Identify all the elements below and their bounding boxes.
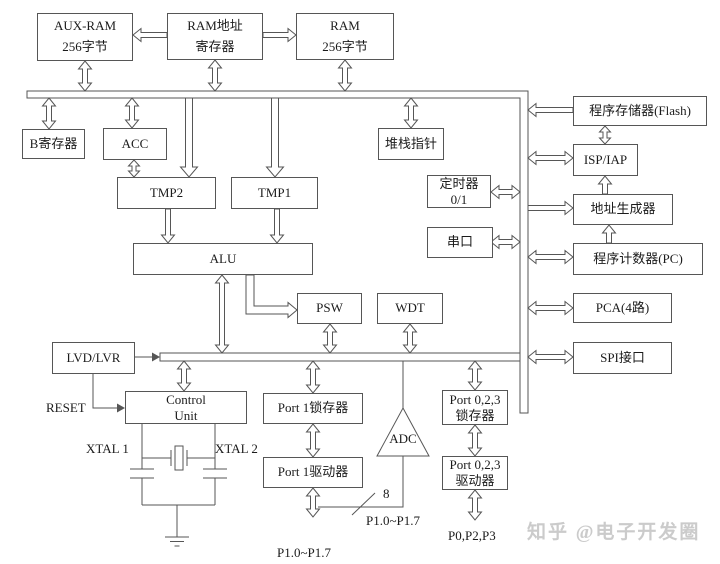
spi-vbus-arrow <box>527 349 574 365</box>
block-port023-latch: Port 0,2,3 锁存器 <box>442 390 508 425</box>
block-pca: PCA(4路) <box>573 293 672 323</box>
block-port1-latch: Port 1锁存器 <box>263 393 363 424</box>
block-program-counter: 程序计数器(PC) <box>573 243 703 275</box>
bus-main <box>26 90 529 414</box>
psw-bus2-arrow <box>322 323 338 354</box>
bus-acc-arrow <box>124 97 140 129</box>
ram-addr-aux-ram-arrow <box>132 27 168 43</box>
xtal1-capacitor <box>130 468 154 479</box>
block-ram-address-register: RAM地址 寄存器 <box>167 13 263 60</box>
aux-ram-bus-arrow <box>77 60 93 92</box>
bus2-port1-latch-arrow <box>305 360 321 394</box>
bus-stack-pointer-arrow <box>403 97 419 129</box>
p1-range-port-label: P1.0~P1.7 <box>277 545 331 560</box>
alu-bus2-arrow <box>214 274 230 354</box>
port023-driver-pins-arrow <box>467 489 483 521</box>
bus-b-register-arrow <box>41 97 57 130</box>
alu-to-psw-arrow <box>245 274 298 319</box>
ram-bus-arrow <box>337 59 353 92</box>
block-spi: SPI接口 <box>573 342 672 374</box>
block-ram: RAM 256字节 <box>296 13 394 60</box>
p1-range-adc-label: P1.0~P1.7 <box>366 513 420 528</box>
pca-vbus-arrow <box>527 300 574 316</box>
block-wdt: WDT <box>377 293 443 324</box>
isp-iap-vbus-arrow <box>527 150 574 166</box>
block-port1-driver: Port 1驱动器 <box>263 457 363 488</box>
crystal-body <box>174 445 184 471</box>
pc-vbus-arrow <box>527 249 574 265</box>
reset-arrowhead <box>117 403 125 413</box>
flash-isp-iap-arrow <box>598 125 612 145</box>
reset-label: RESET <box>46 400 86 415</box>
bus-internal <box>159 352 521 362</box>
ram-addr-ram-arrow <box>262 27 297 43</box>
vbus-flash-arrow <box>527 102 574 118</box>
watermark: 知乎 @电子开发圈 <box>527 522 701 543</box>
addr-gen-isp-iap-arrow <box>597 175 613 195</box>
lvd-arrowhead <box>152 352 160 362</box>
pc-addr-gen-arrow <box>601 224 617 244</box>
bus2-control-unit-arrow <box>176 360 192 392</box>
reset-wire <box>92 374 117 409</box>
block-isp-iap: ISP/IAP <box>573 144 638 176</box>
bus-tmp1-arrow <box>265 97 285 178</box>
tmp1-alu-arrow <box>269 208 285 244</box>
block-tmp1: TMP1 <box>231 177 318 209</box>
wdt-bus2-arrow <box>402 323 418 354</box>
adc-triangle <box>376 406 430 457</box>
serial-vbus-arrow <box>490 234 521 250</box>
tmp2-alu-arrow <box>160 208 176 244</box>
block-psw: PSW <box>297 293 362 324</box>
xtal2-label: XTAL 2 <box>215 441 258 456</box>
block-timer-0-1: 定时器 0/1 <box>427 175 491 208</box>
adc-label: ADC <box>389 431 417 446</box>
bus-width-slash <box>351 492 376 516</box>
block-serial-port: 串口 <box>427 227 493 258</box>
bus2-port023-latch-arrow <box>467 360 483 391</box>
block-tmp2: TMP2 <box>117 177 216 209</box>
timer-vbus-arrow <box>490 184 521 200</box>
vbus-addr-gen-arrow <box>527 200 574 216</box>
block-b-register: B寄存器 <box>22 129 85 159</box>
block-program-flash: 程序存储器(Flash) <box>573 96 707 126</box>
block-address-generator: 地址生成器 <box>573 194 673 225</box>
block-aux-ram: AUX-RAM 256字节 <box>37 13 133 61</box>
port1-latch-driver-arrow <box>305 423 321 458</box>
block-port023-driver: Port 0,2,3 驱动器 <box>442 456 508 490</box>
ground-symbol <box>165 536 189 547</box>
bus-width-label: 8 <box>383 486 390 501</box>
port1-driver-pins-arrow <box>305 487 321 518</box>
ram-addr-bus-arrow <box>207 59 223 92</box>
block-acc: ACC <box>103 128 167 160</box>
port023-latch-driver-arrow <box>467 424 483 457</box>
acc-tmp2-arrow <box>127 159 141 178</box>
adc-output-wire <box>318 456 404 508</box>
p023-pins-label: P0,P2,P3 <box>448 528 496 543</box>
xtal2-capacitor <box>203 468 227 479</box>
block-stack-pointer: 堆栈指针 <box>378 128 444 160</box>
block-control-unit: Control Unit <box>125 391 247 424</box>
block-alu: ALU <box>133 243 313 275</box>
bus-tmp2-arrow <box>179 97 199 178</box>
xtal1-label: XTAL 1 <box>86 441 129 456</box>
block-lvd-lvr: LVD/LVR <box>52 342 135 374</box>
